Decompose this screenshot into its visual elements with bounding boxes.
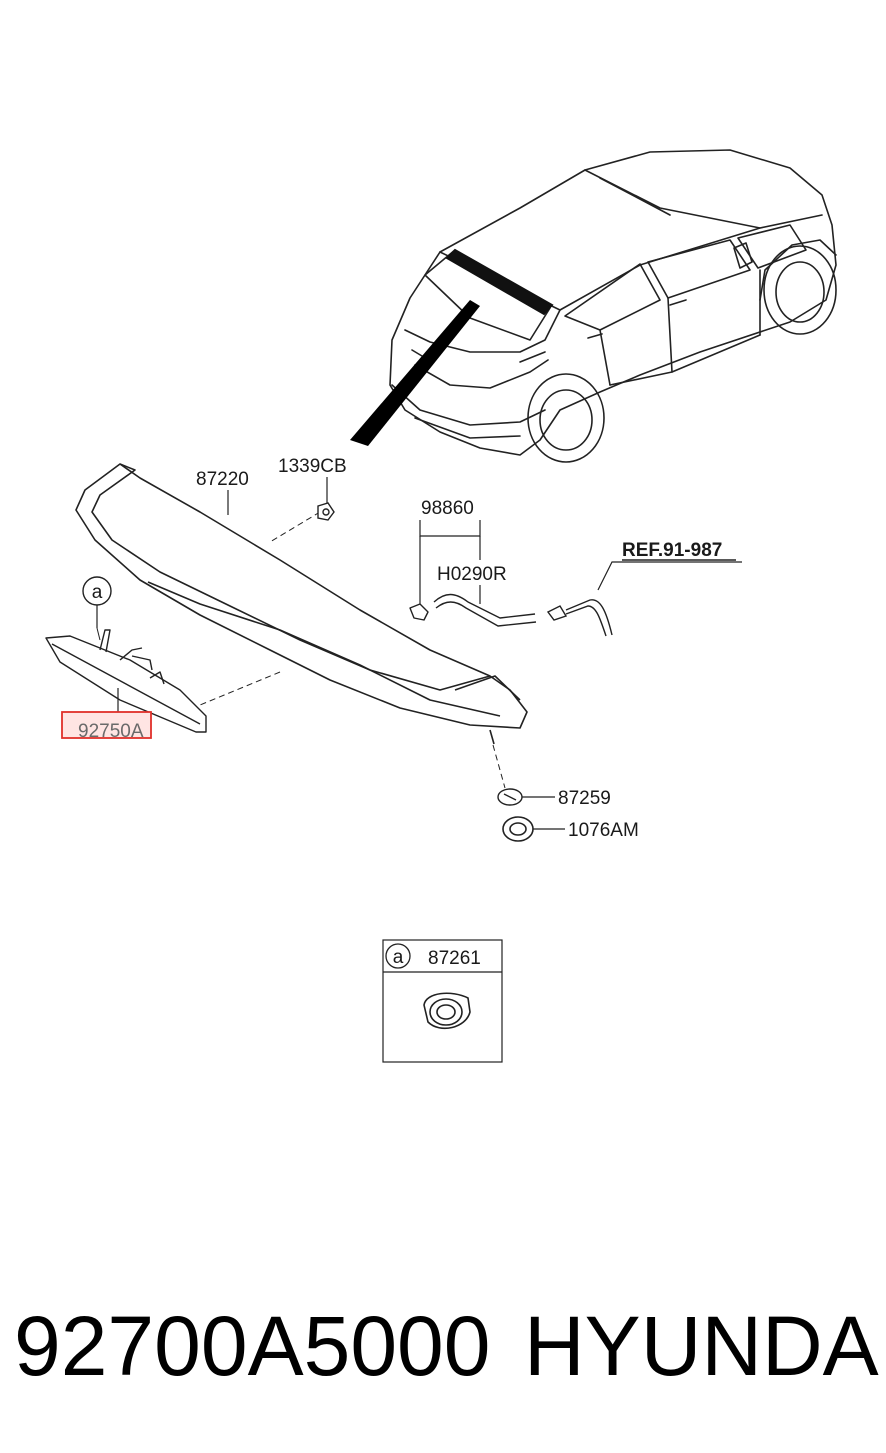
stop-lamp-part bbox=[45, 627, 207, 733]
label-98860: 98860 bbox=[421, 498, 474, 519]
callout-pointer bbox=[350, 300, 480, 446]
detail-part-label: 87261 bbox=[428, 948, 481, 969]
nut-part bbox=[317, 502, 335, 521]
callout-circle-a: a bbox=[82, 576, 112, 606]
car-illustration bbox=[389, 149, 837, 463]
part-number-text: 92700A5000 bbox=[14, 1299, 491, 1393]
grommet-part bbox=[502, 816, 534, 842]
label-92750A: 92750A bbox=[78, 721, 144, 742]
callout-a-label: a bbox=[92, 582, 103, 603]
hose-assembly-part bbox=[409, 593, 537, 627]
label-1076AM: 1076AM bbox=[568, 820, 639, 841]
label-ref-91-987: REF.91-987 bbox=[622, 540, 722, 561]
detail-callout-label: a bbox=[393, 947, 404, 968]
dashed-guides bbox=[199, 511, 506, 789]
detail-box: a 87261 bbox=[382, 939, 503, 1063]
highlight-box bbox=[61, 711, 152, 739]
brand-text: HYUNDAI bbox=[524, 1299, 886, 1393]
label-1339CB: 1339CB bbox=[278, 456, 347, 477]
wiring-connector-part bbox=[546, 599, 613, 637]
label-H0290R: H0290R bbox=[437, 564, 507, 585]
label-87220: 87220 bbox=[196, 469, 249, 490]
spoiler-highlight-on-car bbox=[445, 248, 554, 316]
grommet-detail-part bbox=[423, 992, 471, 1030]
detail-callout-circle bbox=[385, 943, 411, 969]
leader-lines bbox=[96, 477, 742, 830]
clip-part bbox=[497, 788, 523, 806]
label-87259: 87259 bbox=[558, 788, 611, 809]
spoiler-part bbox=[75, 463, 528, 745]
